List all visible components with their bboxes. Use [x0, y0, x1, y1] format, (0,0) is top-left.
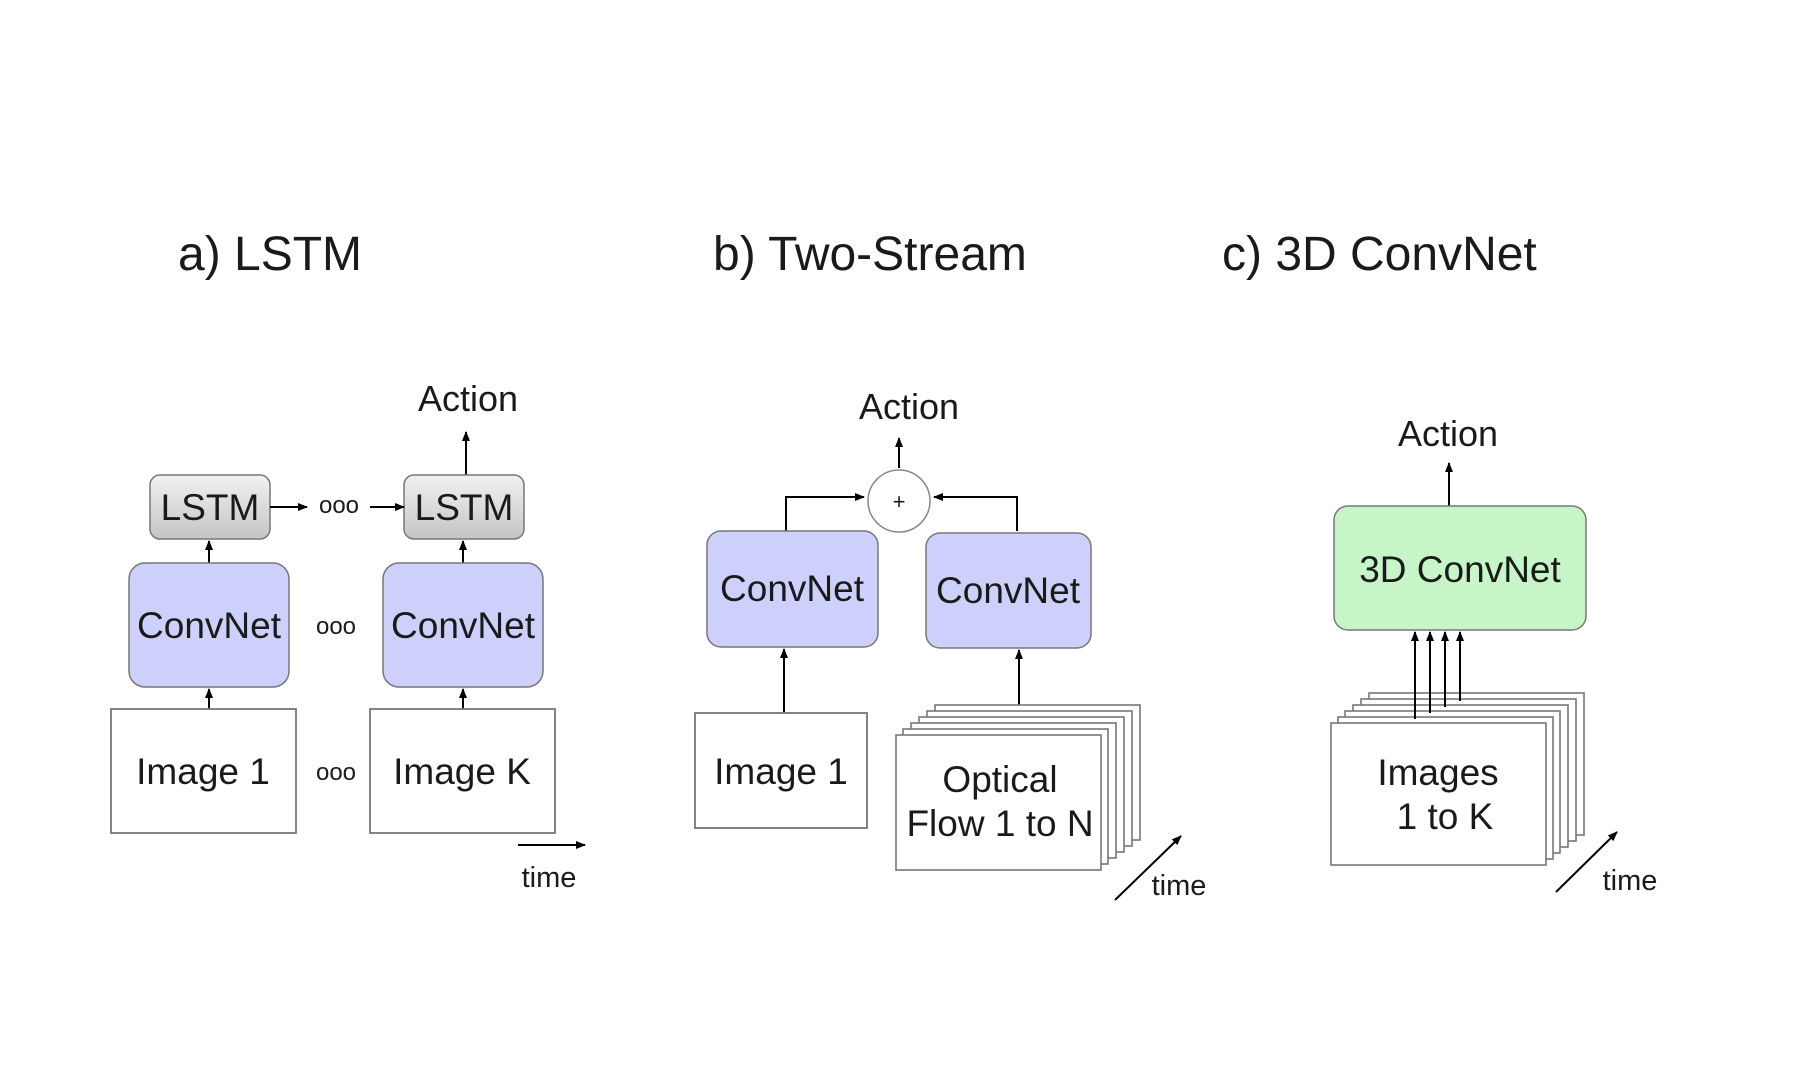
image-box-spatial — [694, 712, 868, 829]
lstm-cell-last-label: LSTM — [415, 487, 514, 528]
convnet-spatial-label: ConvNet — [720, 568, 865, 609]
image-last-label: Image K — [393, 751, 531, 792]
convnet-3d-box — [1333, 505, 1587, 631]
image-ellipsis: ooo — [316, 759, 356, 786]
image-box-last — [369, 708, 556, 834]
panel-two-stream: b) Two-Stream Action + ConvNet ConvNet I… — [694, 228, 1207, 902]
time-arrow-two-stream — [1114, 835, 1182, 901]
arrow-temporal-to-fusion — [933, 493, 1018, 531]
flow-label-line2: Flow 1 to N — [906, 803, 1093, 844]
action-label-3d-convnet: Action — [1398, 413, 1498, 454]
action-label-two-stream: Action — [859, 386, 959, 427]
flow-label-line1: Optical — [942, 759, 1057, 800]
lstm-cell-first-label: LSTM — [161, 487, 260, 528]
panel-lstm: a) LSTM Action LSTM LSTM ooo ConvNet Con… — [110, 228, 586, 894]
convnet-box-first — [128, 562, 290, 688]
time-arrow-3d-convnet — [1555, 831, 1618, 893]
images-label-line2: 1 to K — [1397, 796, 1494, 837]
lstm-ellipsis: ooo — [319, 492, 359, 519]
image-first-label: Image 1 — [136, 751, 270, 792]
images-stack-front — [1330, 722, 1547, 866]
images-label-line1: Images — [1377, 752, 1498, 793]
panel-title-lstm: a) LSTM — [178, 228, 362, 281]
convnet-box-last — [382, 562, 544, 688]
arrow-spatial-to-fusion — [785, 493, 865, 531]
time-label-3d-convnet: time — [1603, 865, 1658, 897]
panel-title-two-stream: b) Two-Stream — [713, 228, 1027, 281]
convnet-spatial — [706, 530, 879, 648]
convnet-temporal-label: ConvNet — [936, 570, 1081, 611]
fusion-node — [867, 469, 931, 533]
panel-title-3d-convnet: c) 3D ConvNet — [1222, 228, 1537, 281]
convnet-ellipsis: ooo — [316, 613, 356, 640]
flow-stack-front — [895, 734, 1102, 871]
convnet-first-label: ConvNet — [137, 605, 282, 646]
time-label-lstm: time — [522, 862, 577, 894]
panel-3d-convnet: c) 3D ConvNet Action 3D ConvNet Images 1… — [1222, 228, 1657, 897]
time-label-two-stream: time — [1152, 870, 1207, 902]
fusion-plus: + — [893, 489, 906, 514]
convnet-temporal — [925, 532, 1092, 649]
image-box-first — [110, 708, 297, 834]
action-label-lstm: Action — [418, 378, 518, 419]
convnet-last-label: ConvNet — [391, 605, 536, 646]
image-spatial-label: Image 1 — [714, 751, 848, 792]
convnet-3d-label: 3D ConvNet — [1359, 549, 1561, 590]
